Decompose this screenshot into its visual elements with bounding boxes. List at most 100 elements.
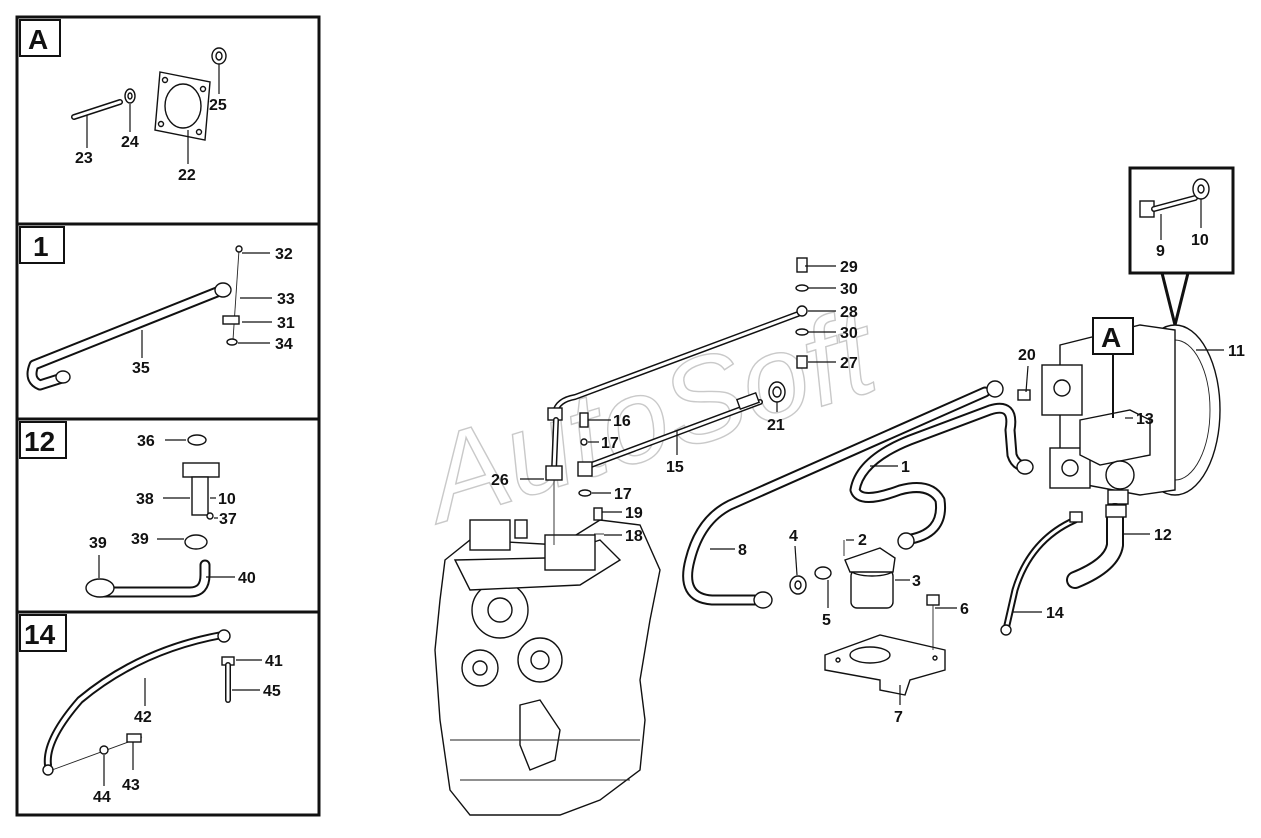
label-25: 25 (209, 97, 227, 114)
label-44: 44 (93, 789, 111, 806)
label-30-lower: 30 (840, 325, 858, 342)
panel-a-parts: 23 24 22 25 (71, 47, 227, 184)
panel-a-label: A (28, 24, 48, 55)
washer-31 (222, 315, 240, 325)
transmission-housing (434, 519, 661, 816)
bolt-32 (232, 249, 240, 341)
panel-14-frame (15, 610, 321, 817)
callout-9-10-frame (1128, 166, 1235, 275)
bolt-6 (926, 594, 940, 606)
label-33: 33 (277, 291, 295, 308)
label-15: 15 (666, 459, 684, 476)
label-43: 43 (122, 777, 140, 794)
label-10-panel12: 10 (218, 491, 236, 508)
label-4: 4 (789, 528, 798, 545)
detail-panels: A 1 12 14 (15, 15, 321, 817)
label-6: 6 (960, 601, 969, 618)
label-12: 12 (1154, 527, 1172, 544)
washer-17a (580, 438, 588, 446)
washer-34 (226, 338, 238, 346)
bolt-37 (206, 512, 214, 520)
label-30-upper: 30 (840, 281, 858, 298)
label-38: 38 (136, 491, 154, 508)
panel-1-tag (19, 226, 65, 264)
hose-42 (43, 631, 226, 769)
label-17-upper: 17 (601, 435, 619, 452)
label-41: 41 (265, 653, 283, 670)
watermark-text: AutoSoft (404, 283, 894, 549)
clip-28 (796, 305, 808, 317)
hose-12 (1066, 503, 1127, 589)
panel-12-label: 12 (24, 426, 55, 457)
watermark: AutoSoft (403, 283, 894, 550)
panel-14-tag (19, 614, 67, 652)
label-19: 19 (625, 505, 643, 522)
hose-1 (849, 402, 1034, 550)
panel-14-label: 14 (24, 619, 56, 650)
bolt-16 (579, 412, 589, 428)
label-13: 13 (1136, 411, 1154, 428)
label-1: 1 (901, 459, 910, 476)
hose-14 (1000, 511, 1083, 636)
callout-9-10 (1128, 166, 1235, 326)
housing-38 (191, 476, 209, 516)
washer-30b (795, 328, 809, 336)
tube-assembly-15 (545, 311, 801, 545)
clamp-39b (85, 578, 115, 598)
label-16: 16 (613, 413, 631, 430)
label-18: 18 (625, 528, 643, 545)
label-17-lower: 17 (614, 486, 632, 503)
label-10: 10 (1191, 232, 1209, 249)
label-37: 37 (219, 511, 237, 528)
panel-1-parts: 32 33 31 34 35 (26, 245, 295, 391)
label-8: 8 (738, 542, 747, 559)
label-14: 14 (1046, 605, 1064, 622)
label-3: 3 (912, 573, 921, 590)
label-34: 34 (275, 336, 293, 353)
label-20: 20 (1018, 347, 1036, 364)
label-42: 42 (134, 709, 152, 726)
pump-housing (1017, 324, 1221, 505)
label-45: 45 (263, 683, 281, 700)
label-31: 31 (277, 315, 295, 332)
label-28: 28 (840, 304, 858, 321)
panel-1-label: 1 (33, 231, 49, 262)
label-27: 27 (840, 355, 858, 372)
label-32: 32 (275, 246, 293, 263)
washer-44 (99, 745, 109, 755)
bracket-7 (824, 634, 946, 696)
cap-36 (187, 434, 207, 446)
bolt-19 (593, 507, 603, 521)
washer-30a (795, 284, 809, 292)
callout-a-marker: A (1092, 317, 1134, 418)
bolt-29 (796, 257, 808, 273)
hose-40 (94, 559, 211, 598)
label-39-right: 39 (131, 531, 149, 548)
clamp-39 (184, 534, 208, 550)
filter-13 (1079, 409, 1151, 466)
label-11: 11 (1228, 343, 1245, 360)
label-24: 24 (121, 134, 139, 151)
housing-38-top (182, 462, 220, 478)
panel-12-tag (19, 421, 67, 459)
label-21: 21 (767, 417, 785, 434)
hose-8 (682, 380, 1004, 609)
label-35: 35 (132, 360, 150, 377)
label-9: 9 (1156, 243, 1165, 260)
bolt-43 (126, 733, 142, 743)
bolt-stack-27-30 (795, 257, 809, 369)
label-5: 5 (822, 612, 831, 629)
panel-a-tag (19, 19, 61, 57)
label-36: 36 (137, 433, 155, 450)
label-22: 22 (178, 167, 196, 184)
fitting-20 (1017, 389, 1031, 401)
o-ring-5 (814, 566, 832, 580)
washer-17b (578, 489, 592, 497)
label-29: 29 (840, 259, 858, 276)
label-2: 2 (858, 532, 867, 549)
label-40: 40 (238, 570, 256, 587)
main-labels: 29 30 28 30 27 21 16 17 17 19 18 26 15 1… (491, 232, 1245, 726)
main-callout-a-label: A (1101, 322, 1121, 353)
label-23: 23 (75, 150, 93, 167)
